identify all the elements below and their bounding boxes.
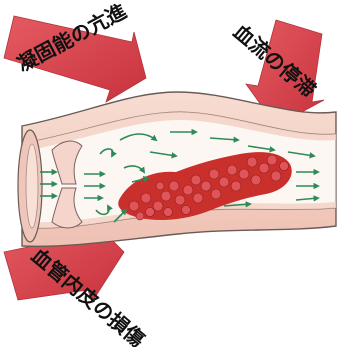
vessel-end-inner	[26, 144, 38, 228]
